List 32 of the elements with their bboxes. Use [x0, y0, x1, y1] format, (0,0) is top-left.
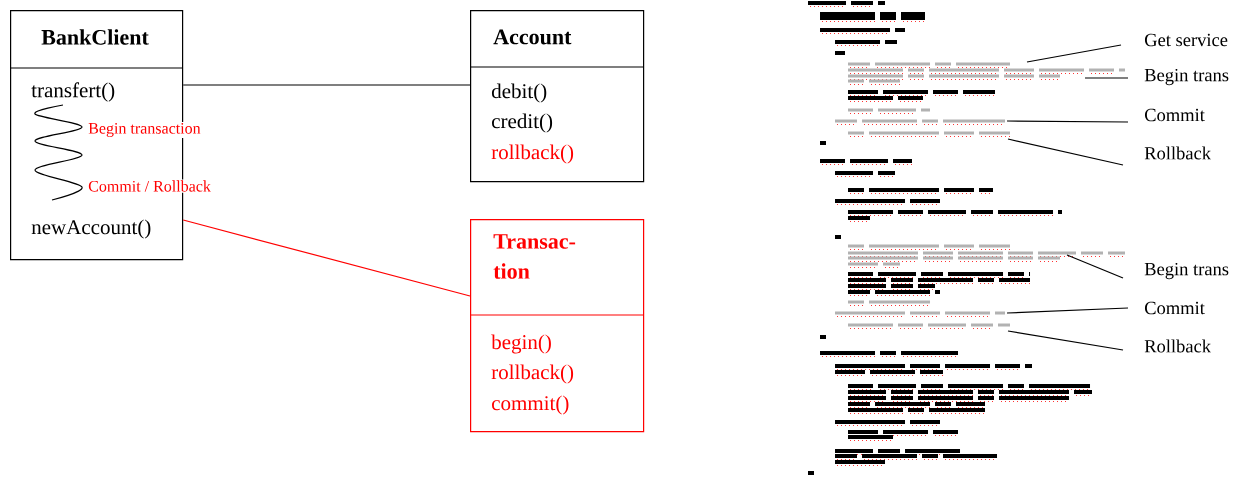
class-name: Transac- tion [493, 234, 576, 279]
method-name: rollback() [491, 364, 574, 384]
annotation-text: Begin transaction [87, 122, 202, 139]
callout-text: Rollback [1144, 146, 1211, 160]
leader-line [1007, 330, 1124, 351]
leader-line [1006, 120, 1129, 123]
method-name: rollback() [491, 144, 574, 164]
class-name: Account [493, 29, 572, 45]
association-line [182, 219, 471, 297]
association-line [182, 84, 471, 86]
class-box [469, 10, 645, 183]
leader-line [1066, 254, 1124, 279]
callout-text: Get service [1144, 33, 1228, 47]
leader-line [1007, 138, 1124, 166]
callout-text: Rollback [1144, 339, 1211, 353]
class-box [469, 219, 645, 433]
method-name: transfert() [31, 82, 115, 102]
method-name: commit() [492, 395, 569, 415]
callout-text: Begin trans [1144, 262, 1229, 280]
method-name: debit() [491, 83, 547, 103]
method-name: newAccount() [31, 219, 151, 239]
callout-text: Begin trans [1144, 68, 1229, 86]
class-name: BankClient [41, 29, 149, 45]
leader-line [1084, 77, 1129, 79]
code-listing-drawing [808, 1, 1126, 475]
leader-line [1006, 307, 1129, 314]
annotation-text: Commit / Rollback [87, 179, 212, 193]
leader-line [1026, 44, 1122, 63]
callout-text: Commit [1144, 108, 1205, 122]
method-name: credit() [492, 113, 553, 133]
callout-text: Commit [1144, 301, 1205, 315]
method-name: begin() [491, 334, 551, 354]
